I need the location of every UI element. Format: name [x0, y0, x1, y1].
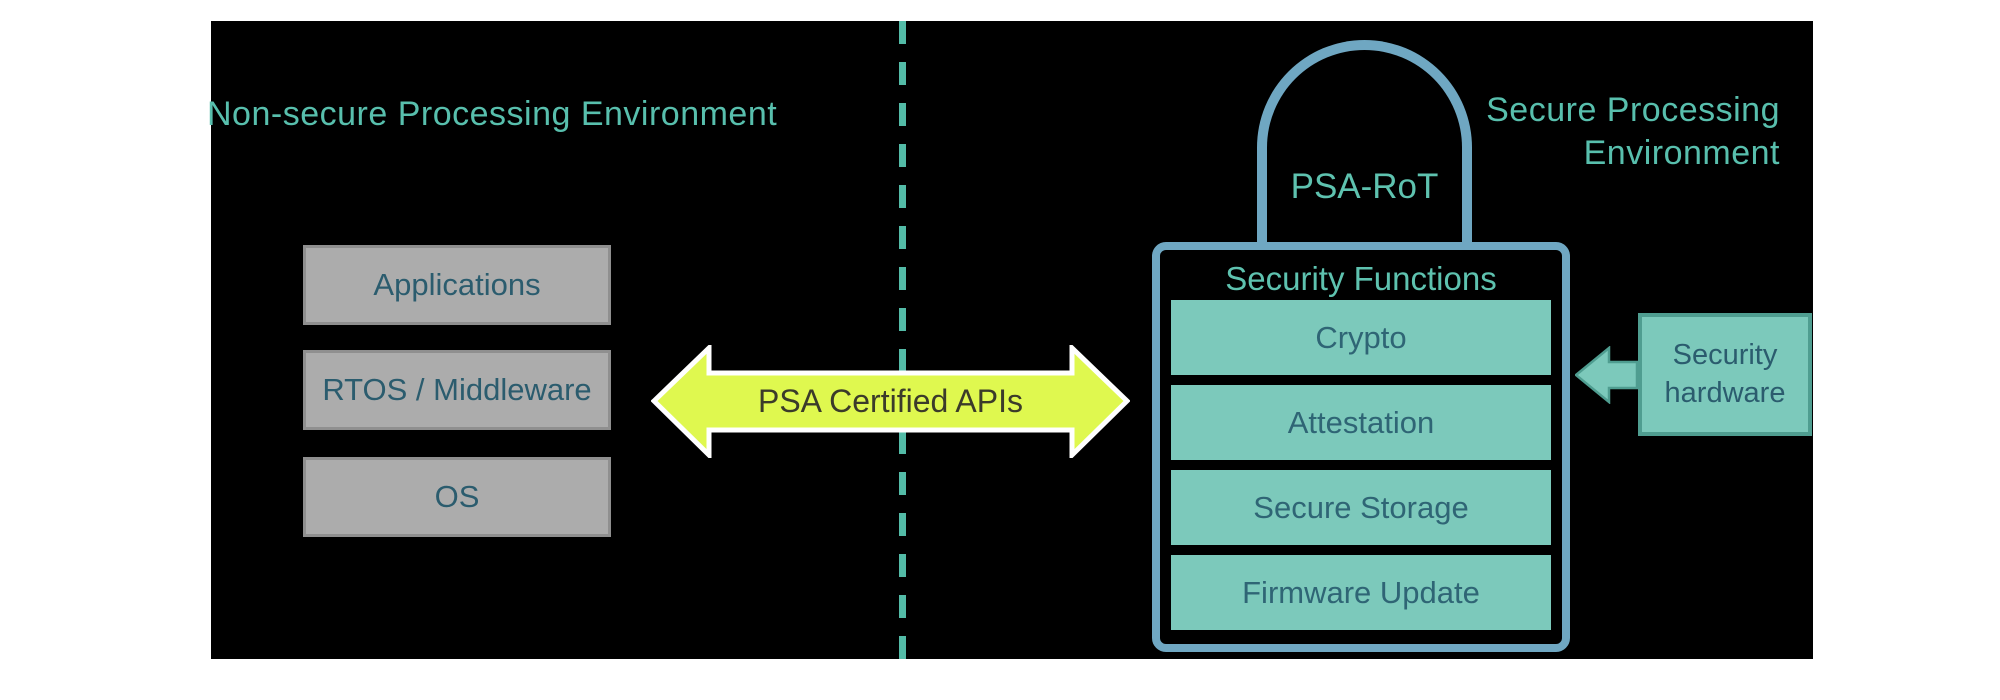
applications-label: Applications [373, 267, 541, 302]
secure-storage-label: Secure Storage [1253, 489, 1469, 525]
secure-storage-box: Secure Storage [1171, 470, 1551, 545]
crypto-label: Crypto [1315, 319, 1407, 355]
padlock-shackle-icon [1257, 40, 1472, 242]
psa-certified-apis-label: PSA Certified APIs [757, 383, 1023, 419]
firmware-update-label: Firmware Update [1242, 574, 1480, 610]
crypto-box: Crypto [1171, 300, 1551, 375]
os-label: OS [434, 479, 480, 514]
os-box: OS [303, 457, 611, 537]
non-secure-environment-title: Non-secure Processing Environment [207, 95, 778, 133]
attestation-box: Attestation [1171, 385, 1551, 460]
security-hardware-label: Security hardware [1664, 338, 1786, 409]
psa-certified-apis-arrow: PSA Certified APIs [651, 345, 1130, 458]
double-headed-arrow-icon [651, 345, 1130, 458]
security-functions-list: Crypto Attestation Secure Storage Firmwa… [1171, 300, 1551, 630]
applications-box: Applications [303, 245, 611, 325]
secure-environment-title: Secure Processing Environment [1486, 91, 1780, 172]
environment-divider-dashed-line [899, 21, 906, 659]
security-hardware-arrow-icon [1574, 345, 1639, 405]
psa-rot-label: PSA-RoT [1290, 167, 1439, 206]
security-hardware-box: Security hardware [1638, 313, 1812, 436]
security-functions-title: Security Functions [1225, 260, 1497, 297]
rtos-middleware-label: RTOS / Middleware [322, 372, 592, 407]
padlock-body: Security Functions Crypto Attestation Se… [1152, 242, 1570, 652]
attestation-label: Attestation [1287, 404, 1435, 440]
rtos-middleware-box: RTOS / Middleware [303, 350, 611, 430]
diagram-canvas: Non-secure Processing Environment Applic… [207, 21, 1813, 659]
firmware-update-box: Firmware Update [1171, 555, 1551, 630]
